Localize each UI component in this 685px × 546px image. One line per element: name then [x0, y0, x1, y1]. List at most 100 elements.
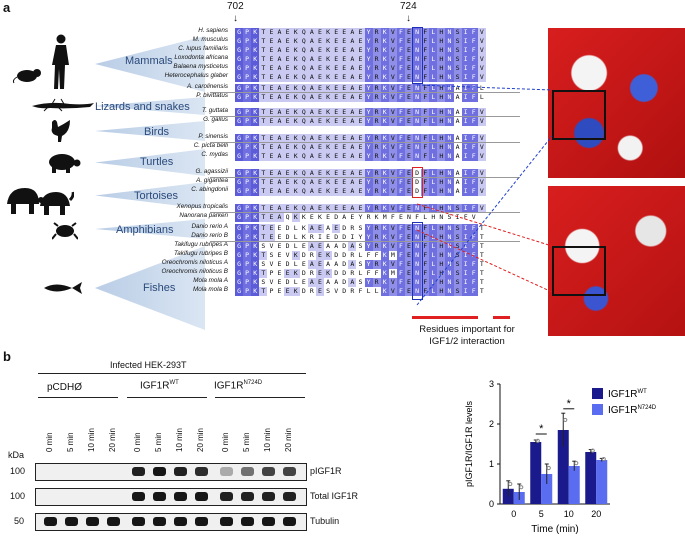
lane-label: 5 min [66, 432, 75, 452]
bar [530, 442, 542, 504]
frog-silhouette-icon [52, 222, 78, 240]
fish-silhouette-icon [44, 282, 82, 294]
y-tick-label: 3 [489, 379, 494, 389]
species-label: Mola mola A [193, 277, 228, 284]
group-divider [210, 92, 520, 93]
blot-band [132, 517, 145, 526]
blot-band [220, 492, 233, 501]
species-label: G. agassizii [195, 168, 228, 175]
species-label: C. lupus familiaris [178, 45, 228, 52]
blot-band [262, 517, 275, 526]
bar [568, 466, 580, 504]
x-tick-label: 10 [564, 509, 574, 519]
condition-igf1r-wt: IGF1RWT [140, 380, 179, 392]
turtle-silhouette-icon [49, 154, 81, 173]
group-divider [210, 212, 520, 213]
blot-band [262, 467, 275, 476]
group-divider [210, 142, 520, 143]
protein-surface-wt-image [548, 28, 685, 178]
lane-label: 10 min [175, 427, 184, 452]
data-point [590, 448, 595, 453]
x-tick-label: 20 [591, 509, 601, 519]
species-label: Loxodonta africana [174, 54, 228, 61]
species-label: A. gigantea [196, 177, 228, 184]
blot-band [174, 517, 187, 526]
legend-swatch [592, 404, 603, 415]
zoom-box-wt [552, 90, 606, 140]
protein-surface-mutant-image [548, 186, 685, 336]
panel-b-letter: b [3, 349, 11, 364]
blot-band [65, 517, 78, 526]
species-label: Xenopus tropicalis [176, 203, 228, 210]
human-silhouette-icon [52, 34, 69, 89]
x-axis-label: Time (min) [531, 524, 578, 535]
residue-724-box [412, 27, 424, 84]
y-tick-label: 0 [489, 499, 494, 509]
lane-label: 5 min [242, 432, 251, 452]
species-label: Mola mola B [193, 286, 228, 293]
y-tick-label: 1 [489, 459, 494, 469]
bar [585, 452, 597, 504]
blot-label-tubulin: Tubulin [310, 516, 340, 526]
blot-band [44, 517, 57, 526]
position-702-arrow-icon: ↓ [233, 13, 238, 24]
blot-band [241, 467, 254, 476]
data-point [574, 461, 579, 466]
lane-label: 10 min [87, 427, 96, 452]
y-tick-label: 2 [489, 419, 494, 429]
species-label: T. guttata [201, 107, 228, 114]
tortoise-silhouette-icon [7, 188, 43, 214]
data-point [535, 438, 540, 443]
blot-total-igf1r [35, 488, 307, 506]
bar [596, 460, 608, 504]
blot-label-pigf1r: pIGF1R [310, 466, 342, 476]
lane-label: 0 min [45, 432, 54, 452]
blot-band [86, 517, 99, 526]
species-label: P. bivittatus [196, 92, 228, 99]
group-label-turtles: Turtles [140, 156, 174, 168]
lizard-silhouette-icon [32, 98, 94, 112]
data-point [508, 481, 513, 487]
residue-724-box [412, 167, 424, 198]
marker-50: 50 [14, 516, 25, 526]
species-label: A. carolinensis [187, 83, 228, 90]
blot-band [174, 467, 187, 476]
panel-a-letter: a [3, 0, 11, 15]
blot-label-total-igf1r: Total IGF1R [310, 491, 359, 501]
residue-724-box [412, 222, 424, 300]
species-label: H. sapiens [198, 27, 228, 34]
species-label: P. sinensis [198, 133, 228, 140]
species-label: M. musculus [192, 36, 228, 43]
blot-band [283, 517, 296, 526]
legend-label: IGF1RWT [608, 389, 647, 400]
species-label: Takifugu rubripes B [173, 250, 228, 257]
data-point [601, 456, 606, 462]
blot-band [241, 517, 254, 526]
bar [557, 430, 569, 504]
blot-tubulin [35, 513, 307, 531]
mouse-silhouette-icon [12, 69, 41, 84]
group-divider [210, 241, 520, 242]
legend-label: IGF1RN724D [608, 405, 657, 416]
x-tick-label: 5 [539, 509, 544, 519]
x-tick-label: 0 [511, 509, 516, 519]
position-724-label: 724 [400, 1, 417, 12]
species-label: Balaena mysticetus [173, 63, 228, 70]
blot-band [220, 517, 233, 526]
residue-bar [412, 316, 478, 319]
group-divider [210, 116, 520, 117]
data-point [563, 417, 568, 423]
blot-band [153, 517, 166, 526]
